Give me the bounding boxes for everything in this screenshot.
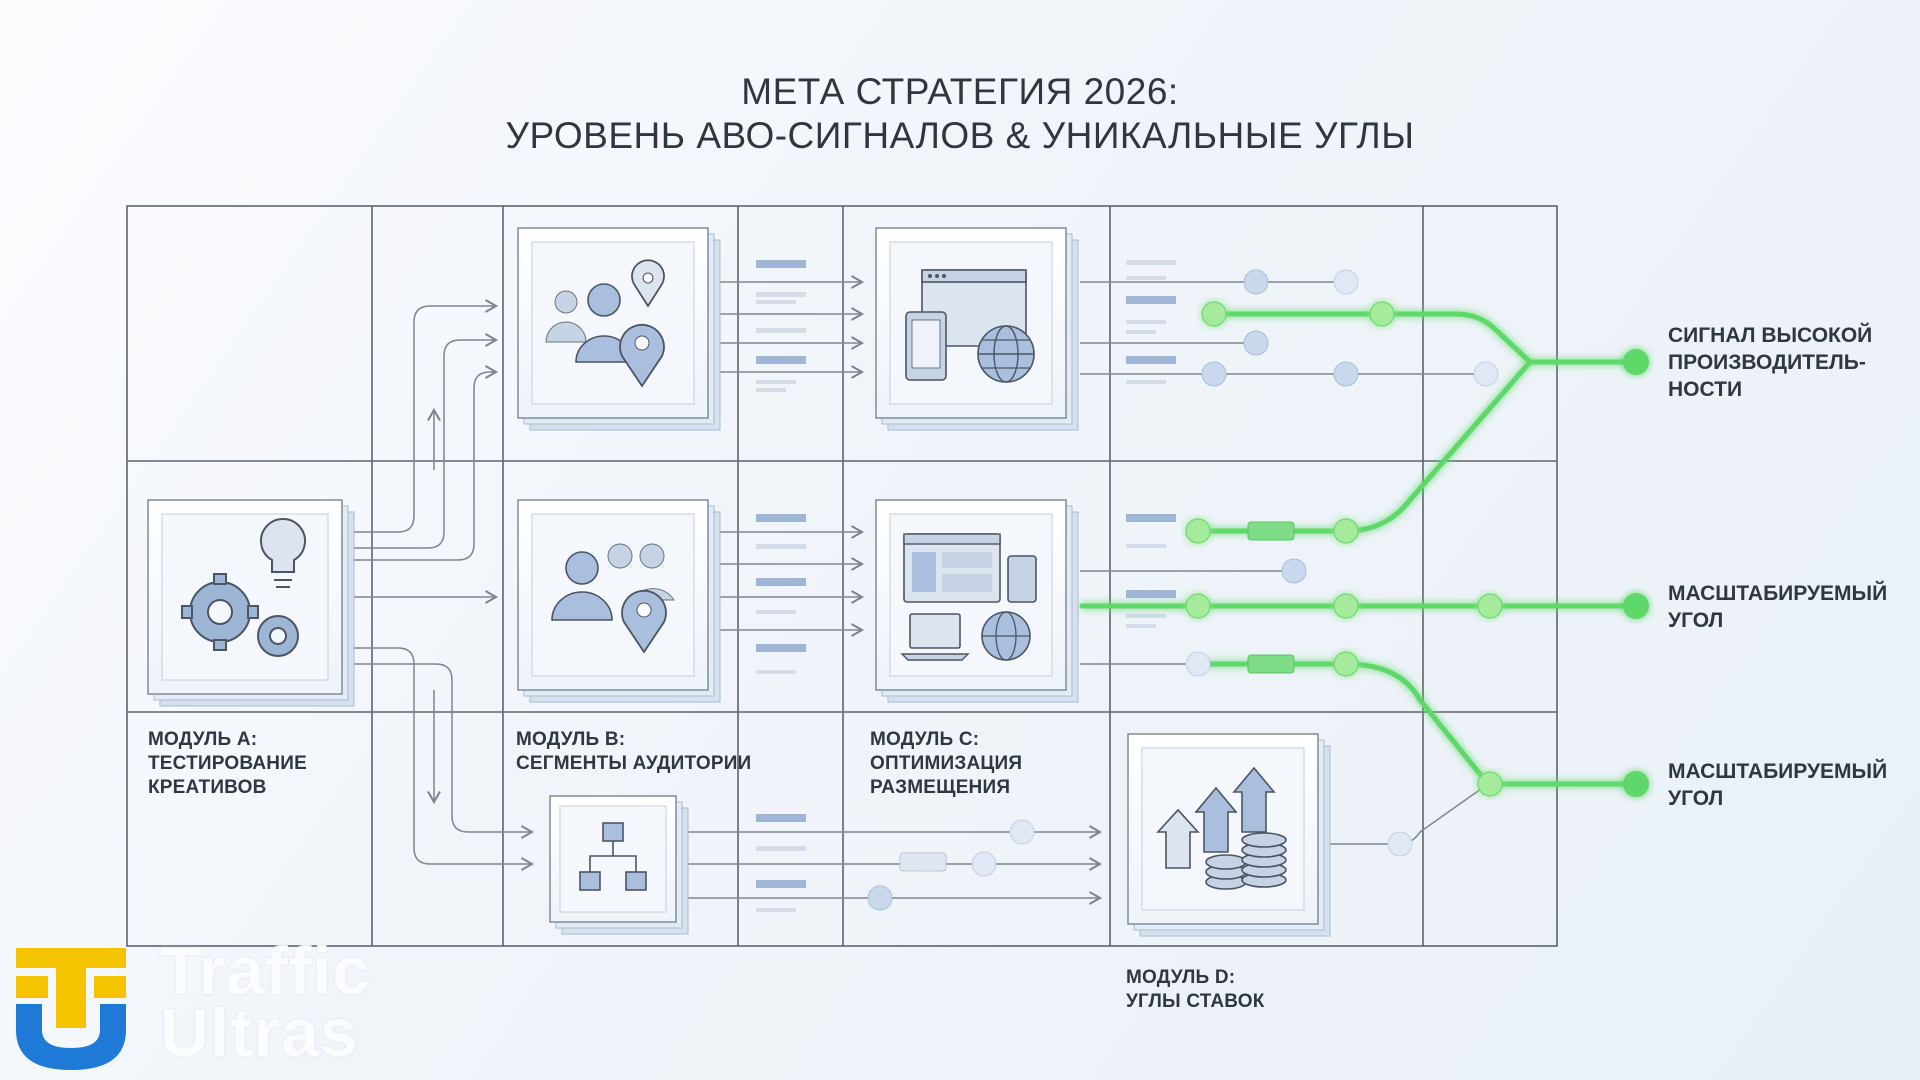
green-signal-paths: [1079, 311, 1639, 787]
brand-line-2: Ultras: [160, 995, 359, 1071]
grid-lines: [126, 205, 1558, 947]
module-a-panel: [147, 499, 355, 707]
signal-3-line1: МАСШТАБИРУЕМЫЙ: [1668, 760, 1888, 783]
audience-pin-icon: [551, 543, 675, 654]
signal-2-line2: УГОЛ: [1668, 609, 1724, 632]
data-bars: [756, 260, 1176, 912]
multi-device-icon: [900, 533, 1037, 661]
devices-globe-icon: [905, 269, 1035, 383]
module-c-label: МОДУЛЬ С: ОПТИМИЗАЦИЯ РАЗМЕЩЕНИЯ: [870, 728, 1022, 800]
module-c-line3: РАЗМЕЩЕНИЯ: [870, 777, 1011, 798]
module-a-line3: КРЕАТИВОВ: [148, 777, 267, 798]
module-b-panel: [517, 499, 721, 703]
audience-location-icon: [545, 259, 665, 388]
module-a-connectors: [352, 299, 535, 871]
arrows-coins-icon: [1156, 766, 1287, 890]
module-c-title: МОДУЛЬ С:: [870, 729, 980, 750]
module-a-label: МОДУЛЬ А: ТЕСТИРОВАНИЕ КРЕАТИВОВ: [148, 728, 307, 800]
module-d-panel: [1127, 733, 1331, 937]
module-b-top-panel: [517, 227, 721, 431]
signal-scalable-angle-label-2: МАСШТАБИРУЕМЫЙ УГОЛ: [1668, 758, 1887, 812]
module-d-label: МОДУЛЬ D: УГЛЫ СТАВОК: [1126, 966, 1265, 1014]
module-a-line2: ТЕСТИРОВАНИЕ: [148, 753, 307, 774]
module-b-line2: СЕГМЕНТЫ АУДИТОРИИ: [516, 753, 752, 774]
signal-1-line2: ПРОИЗВОДИТЕЛЬ-: [1668, 351, 1866, 374]
hierarchy-icon: [579, 822, 647, 891]
signal-scalable-angle-label-1: МАСШТАБИРУЕМЫЙ УГОЛ: [1668, 580, 1887, 634]
module-b-title: МОДУЛЬ В:: [516, 729, 626, 750]
module-c-panel: [875, 499, 1079, 703]
title-line-1: МЕТА СТРАТЕГИЯ 2026:: [741, 71, 1179, 112]
module-c-line2: ОПТИМИЗАЦИЯ: [870, 753, 1023, 774]
title-line-2: УРОВЕНЬ АВО-СИГНАЛОВ & УНИКАЛЬНЫЕ УГЛЫ: [505, 115, 1415, 156]
module-a-title: МОДУЛЬ А:: [148, 729, 258, 750]
signal-1-line1: СИГНАЛ ВЫСОКОЙ: [1668, 324, 1873, 347]
traffic-ultras-logo-icon: [16, 948, 126, 1070]
gears-lightbulb-icon: [181, 517, 306, 657]
page-title: МЕТА СТРАТЕГИЯ 2026: УРОВЕНЬ АВО-СИГНАЛО…: [0, 70, 1920, 158]
signal-1-line3: НОСТИ: [1668, 378, 1743, 401]
green-capsules: [899, 521, 1295, 872]
brand-line-1: Traffic: [160, 933, 372, 1009]
signal-nodes: [867, 269, 1649, 911]
module-d-title: МОДУЛЬ D:: [1126, 967, 1236, 988]
module-c-top-panel: [875, 227, 1079, 431]
signal-2-line1: МАСШТАБИРУЕМЫЙ: [1668, 582, 1888, 605]
brand-wordmark: Traffic Ultras: [160, 933, 372, 1071]
signal-high-performance-label: СИГНАЛ ВЫСОКОЙ ПРОИЗВОДИТЕЛЬ- НОСТИ: [1668, 322, 1872, 403]
module-d-line2: УГЛЫ СТАВОК: [1126, 991, 1265, 1012]
signal-3-line2: УГОЛ: [1668, 787, 1724, 810]
module-b-label: МОДУЛЬ В: СЕГМЕНТЫ АУДИТОРИИ: [516, 728, 751, 776]
module-b-small-panel: [549, 795, 689, 935]
